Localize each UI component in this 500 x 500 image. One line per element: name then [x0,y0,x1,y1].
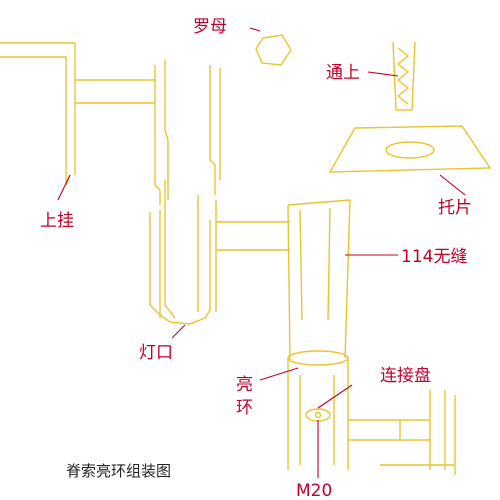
seamless-tube-part [287,199,351,361]
label-threaded-rod: 通上 [326,63,360,83]
label-nut: 罗母 [193,17,227,37]
label-bright-ring-1: 亮 [236,375,253,395]
support-plate-part [328,125,492,173]
label-bright-ring-2: 环 [236,398,253,418]
label-m20: M20 [296,481,332,500]
label-seamless-tube: 114无缝 [401,247,467,267]
upper-hanger-part [0,42,155,186]
leader-lines [57,27,466,478]
upper-pipe-part [154,60,221,205]
label-connection-plate: 连接盘 [380,366,431,386]
diagram-title: 脊索亮环组装图 [66,462,171,480]
label-support-plate: 托片 [438,198,472,218]
lamp-socket-part [149,180,217,325]
label-lamp-socket: 灯口 [139,343,173,363]
bright-ring-part [287,350,349,470]
connector-arm-part [216,221,290,251]
nut-part [255,34,292,66]
connection-plate-part [305,390,456,475]
label-upper-hanger: 上挂 [40,211,74,231]
